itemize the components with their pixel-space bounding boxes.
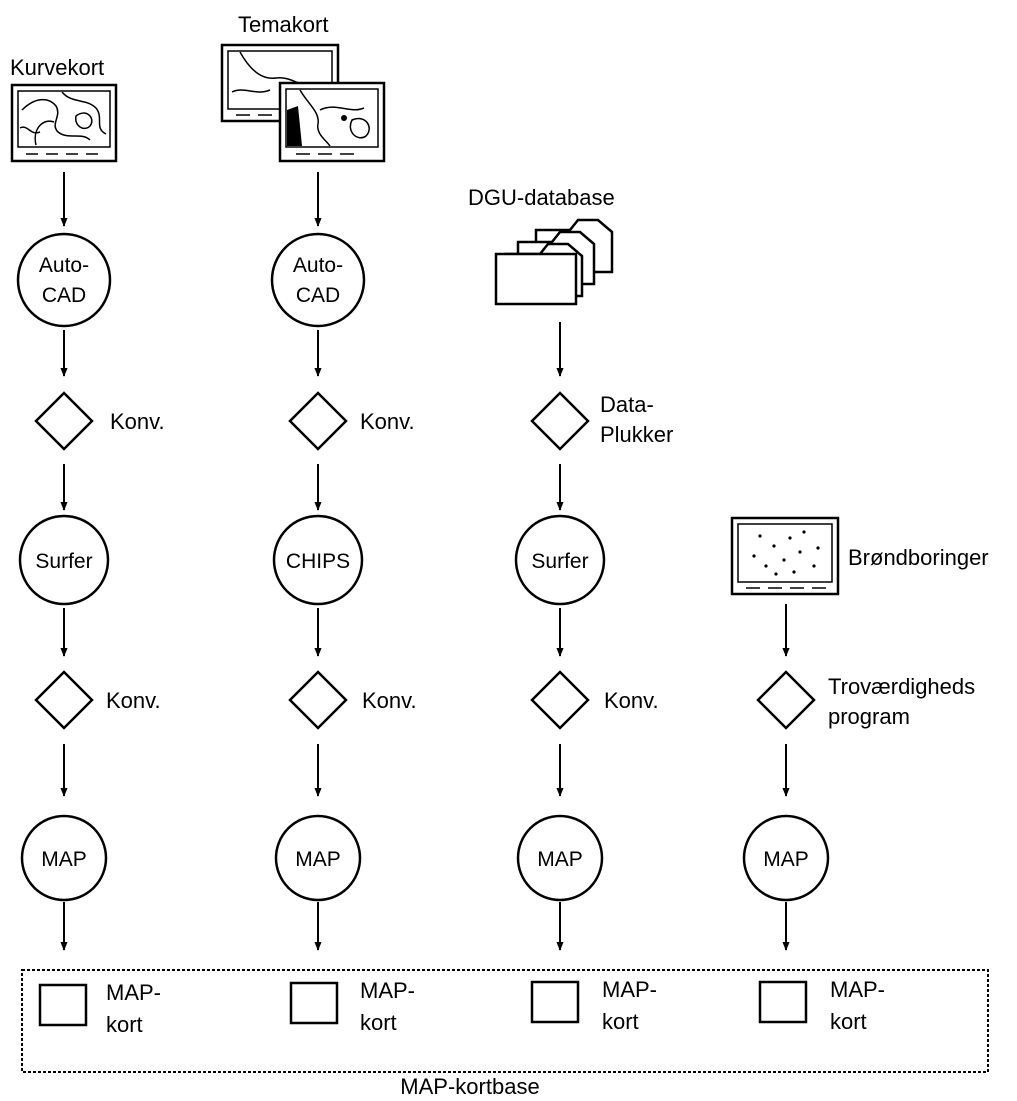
process-konv-2a: Konv. [288, 391, 415, 451]
svg-text:program: program [828, 704, 910, 729]
map-kort-item-1: MAP- kort [38, 980, 161, 1037]
map-kortbase-container [21, 969, 989, 1073]
svg-text:MAP-: MAP- [830, 977, 885, 1002]
svg-text:Surfer: Surfer [531, 550, 588, 573]
node-map-1: MAP [20, 814, 108, 902]
process-dataplukker: Data- Plukker [530, 391, 673, 451]
node-map-3: MAP [516, 814, 604, 902]
svg-text:MAP-: MAP- [106, 980, 161, 1005]
process-trovaerdigheds-program: Troværdigheds program [756, 670, 975, 730]
svg-text:MAP: MAP [41, 848, 87, 871]
svg-text:Troværdigheds: Troværdigheds [828, 674, 975, 699]
svg-text:Konv.: Konv. [106, 688, 161, 713]
node-map-4: MAP [742, 814, 830, 902]
node-autocad-1: Auto- CAD [16, 232, 112, 328]
svg-text:CAD: CAD [296, 284, 340, 307]
node-surfer-1: Surfer [18, 514, 110, 606]
svg-text:MAP-: MAP- [602, 977, 657, 1002]
source-label-dgu-database: DGU-database [468, 185, 615, 210]
map-kort-item-3: MAP- kort [530, 977, 657, 1034]
svg-text:CHIPS: CHIPS [286, 550, 350, 573]
svg-text:CAD: CAD [42, 284, 86, 307]
database-files-icon [494, 218, 614, 306]
process-konv-3: Konv. [530, 670, 659, 730]
contour-map-icon [10, 83, 118, 163]
svg-text:Auto-: Auto- [39, 254, 89, 277]
theme-map-icon [220, 43, 386, 163]
node-map-2: MAP [274, 814, 362, 902]
svg-text:kort: kort [602, 1009, 639, 1034]
map-kort-item-4: MAP- kort [758, 977, 885, 1034]
node-chips: CHIPS [272, 514, 364, 606]
node-surfer-3: Surfer [514, 514, 606, 606]
svg-text:Konv.: Konv. [360, 409, 415, 434]
process-konv-1a: Konv. [34, 391, 165, 451]
well-map-icon [730, 516, 840, 596]
svg-text:Surfer: Surfer [35, 550, 92, 573]
svg-text:kort: kort [830, 1009, 867, 1034]
map-kort-item-2: MAP- kort [289, 978, 415, 1035]
process-konv-2b: Konv. [288, 670, 417, 730]
source-label-temakort: Temakort [238, 12, 328, 37]
map-kortbase-label: MAP-kortbase [400, 1074, 539, 1099]
svg-text:kort: kort [360, 1010, 397, 1035]
source-label-kurvekort: Kurvekort [10, 55, 104, 80]
svg-text:MAP: MAP [295, 848, 341, 871]
svg-text:MAP-: MAP- [360, 978, 415, 1003]
svg-text:Plukker: Plukker [600, 422, 673, 447]
source-label-brondboringer: Brøndboringer [848, 545, 989, 570]
svg-text:Data-: Data- [600, 392, 654, 417]
svg-text:MAP: MAP [763, 848, 809, 871]
svg-text:Konv.: Konv. [604, 688, 659, 713]
flow-arrows [60, 172, 790, 951]
svg-text:Konv.: Konv. [110, 409, 165, 434]
svg-text:MAP: MAP [537, 848, 583, 871]
svg-text:Konv.: Konv. [362, 688, 417, 713]
process-konv-1b: Konv. [34, 670, 161, 730]
svg-text:Auto-: Auto- [293, 254, 343, 277]
svg-text:kort: kort [106, 1012, 143, 1037]
node-autocad-2: Auto- CAD [270, 232, 366, 328]
